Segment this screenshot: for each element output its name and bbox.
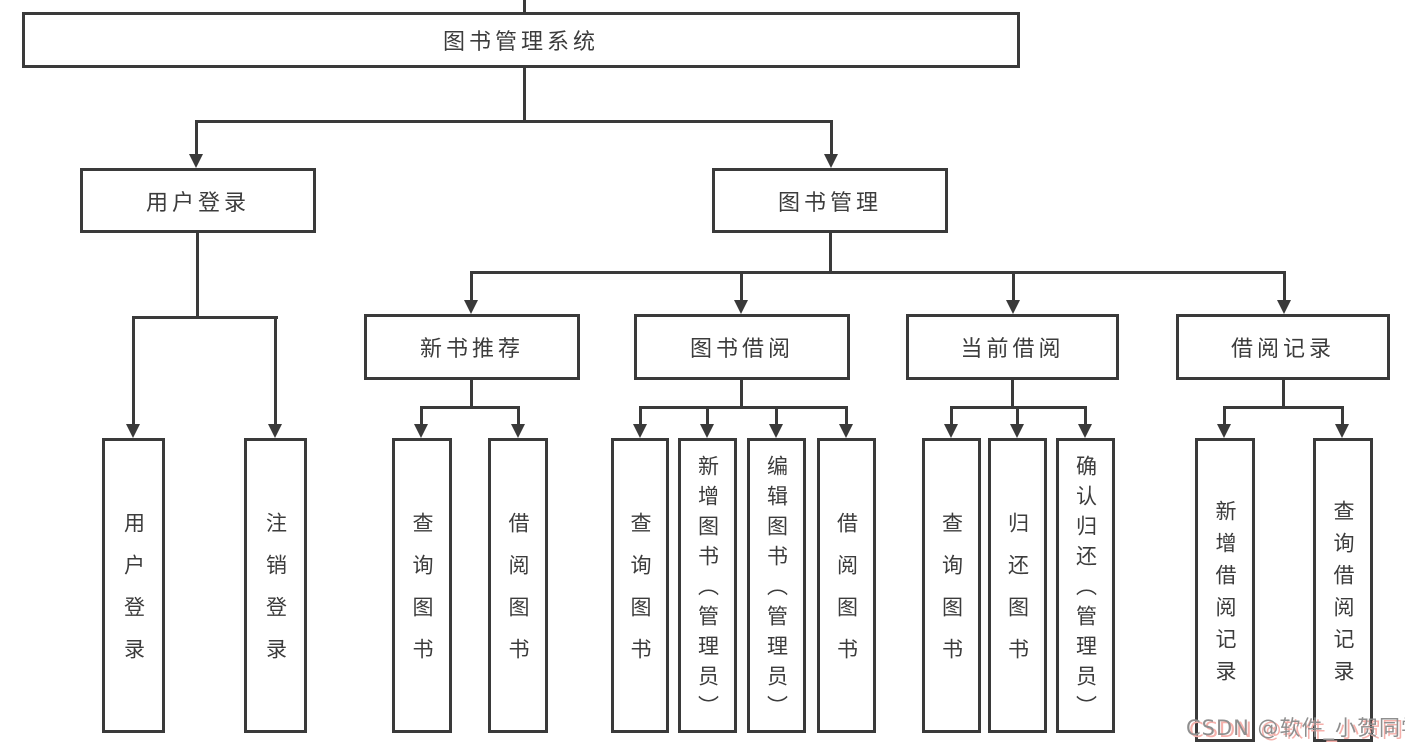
connector-line (950, 406, 953, 425)
leaf-user-login: 用户登录 (102, 438, 165, 733)
connector-line (829, 233, 832, 273)
leaf-label: 注销登录 (263, 512, 288, 680)
leaf-label: 归还图书 (1005, 512, 1030, 680)
leaf-label: 新增图书（管理员） (695, 455, 720, 725)
leaf-label: 用户登录 (121, 512, 146, 680)
connector-line (470, 271, 473, 302)
arrowhead-down-icon (511, 424, 525, 438)
arrowhead-down-icon (1010, 424, 1024, 438)
leaf-add-books-admin: 新增图书（管理员） (678, 438, 737, 733)
connector-line (1012, 271, 1015, 302)
leaf-label: 查询图书 (410, 512, 434, 680)
leaf-query-books-current: 查询图书 (922, 438, 981, 733)
arrowhead-down-icon (126, 424, 140, 438)
arrowhead-down-icon (769, 424, 783, 438)
arrowhead-down-icon (944, 424, 958, 438)
connector-line (1282, 380, 1285, 409)
connector-line (1084, 406, 1087, 425)
connector-line (740, 271, 743, 302)
leaf-label: 编辑图书（管理员） (764, 455, 789, 725)
leaf-return-books: 归还图书 (988, 438, 1047, 733)
arrowhead-down-icon (1006, 300, 1020, 314)
node-label: 用户登录 (145, 190, 250, 216)
connector-line (470, 271, 1286, 274)
leaf-label: 查询图书 (628, 512, 652, 680)
leaf-label: 查询图书 (939, 512, 964, 680)
arrowhead-down-icon (1335, 424, 1349, 438)
node-label: 新书推荐 (419, 337, 524, 362)
arrowhead-down-icon (1217, 424, 1231, 438)
connector-line (523, 0, 526, 13)
leaf-label: 借阅图书 (506, 512, 530, 680)
watermark: CSDN @软件_小贺同学 (1186, 716, 1405, 740)
connector-line (196, 233, 199, 318)
arrowhead-down-icon (839, 424, 853, 438)
connector-line (639, 406, 848, 409)
leaf-query-borrow-record: 查询借阅记录 (1313, 438, 1373, 742)
connector-line (1223, 406, 1226, 425)
arrowhead-down-icon (633, 424, 647, 438)
arrowhead-down-icon (414, 424, 428, 438)
connector-line (523, 68, 526, 123)
leaf-label: 借阅图书 (834, 512, 859, 680)
connector-line (1223, 406, 1344, 409)
arrowhead-down-icon (189, 154, 203, 168)
leaf-query-books-recommend: 查询图书 (392, 438, 452, 733)
leaf-borrow-books-recommend: 借阅图书 (488, 438, 548, 733)
leaf-label: 查询借阅记录 (1331, 499, 1355, 692)
arrowhead-down-icon (734, 300, 748, 314)
connector-line (132, 316, 135, 425)
node-book-borrowing: 图书借阅 (634, 314, 850, 380)
arrowhead-down-icon (268, 424, 282, 438)
leaf-logout: 注销登录 (244, 438, 307, 733)
connector-line (1283, 271, 1286, 302)
leaf-label: 新增借阅记录 (1213, 499, 1237, 692)
node-label: 图书管理系统 (442, 30, 599, 55)
leaf-edit-books-admin: 编辑图书（管理员） (747, 438, 806, 733)
arrowhead-down-icon (1277, 300, 1291, 314)
connector-line (639, 406, 642, 425)
connector-line (1341, 406, 1344, 425)
node-label: 当前借阅 (960, 337, 1065, 362)
connector-line (470, 380, 473, 409)
leaf-query-books-borrowing: 查询图书 (611, 438, 669, 733)
connector-line (1011, 380, 1014, 409)
node-book-management: 图书管理 (712, 168, 948, 233)
connector-line (132, 316, 278, 319)
node-label: 图书借阅 (689, 337, 794, 362)
connector-line (420, 406, 423, 425)
node-new-book-recommendation: 新书推荐 (364, 314, 580, 380)
arrowhead-down-icon (1078, 424, 1092, 438)
node-borrowing-records: 借阅记录 (1176, 314, 1390, 380)
connector-line (195, 120, 198, 156)
node-current-borrowing: 当前借阅 (906, 314, 1119, 380)
arrowhead-down-icon (824, 154, 838, 168)
connector-line (845, 406, 848, 425)
node-user-login: 用户登录 (80, 168, 316, 233)
connector-line (420, 406, 520, 409)
node-label: 图书管理 (777, 190, 882, 216)
connector-line (706, 406, 709, 425)
connector-line (1016, 406, 1019, 425)
connector-line (274, 316, 277, 425)
leaf-add-borrow-record: 新增借阅记录 (1195, 438, 1255, 742)
leaf-borrow-books-borrowing: 借阅图书 (817, 438, 876, 733)
connector-line (830, 120, 833, 156)
connector-line (775, 406, 778, 425)
leaf-confirm-return-admin: 确认归还（管理员） (1056, 438, 1115, 733)
node-library-management-system: 图书管理系统 (22, 12, 1020, 68)
arrowhead-down-icon (464, 300, 478, 314)
connector-line (740, 380, 743, 409)
leaf-label: 确认归还（管理员） (1073, 455, 1098, 725)
connector-line (517, 406, 520, 425)
node-label: 借阅记录 (1230, 337, 1335, 362)
connector-line (195, 120, 833, 123)
arrowhead-down-icon (700, 424, 714, 438)
